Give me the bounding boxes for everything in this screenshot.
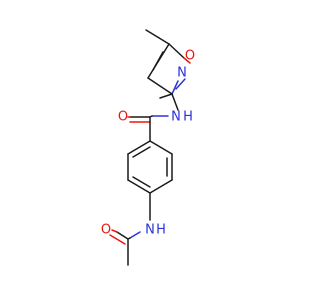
bond-n2-c3 (171, 80, 179, 95)
bond-c4-c3 (147, 77, 173, 95)
structure-canvas: O N O N H N H O (101, 29, 195, 266)
atom-label-acetamide-h: H (156, 223, 166, 238)
bond-ac-co (116, 231, 129, 240)
bond-c5-c4-double (152, 51, 164, 71)
atom-label-amide-h: H (183, 110, 193, 125)
bond-methyl (145, 29, 170, 45)
atom-label-amide-o: O (118, 110, 128, 125)
bond-nh2-c (129, 231, 141, 239)
bond-ring-4 (127, 179, 151, 194)
bond-c5-o1 (168, 43, 185, 59)
bond-ac-co-double (109, 234, 126, 245)
atom-label-acetamide-n: N (145, 223, 155, 238)
bond-o1-n2 (183, 57, 191, 64)
bond-ac-co-b (111, 229, 118, 233)
bond-ring-3 (149, 179, 173, 194)
atom-label-acetamide-o: O (101, 223, 111, 238)
molecule-structure: O N O N H N H O (101, 29, 195, 266)
bond-c3-n2-double (175, 78, 186, 90)
atom-label-ring-n: N (177, 66, 187, 81)
bond-n2-c3b (159, 93, 173, 99)
atom-label-amide-n: N (171, 110, 181, 125)
bond-ring-double-3 (132, 146, 151, 158)
bond-ring-1 (149, 140, 173, 155)
bond-c3-nh (171, 93, 179, 111)
atom-label-ring-o: O (185, 49, 195, 64)
bond-ring-double-2 (132, 176, 151, 188)
bond-ring-6 (127, 140, 151, 155)
